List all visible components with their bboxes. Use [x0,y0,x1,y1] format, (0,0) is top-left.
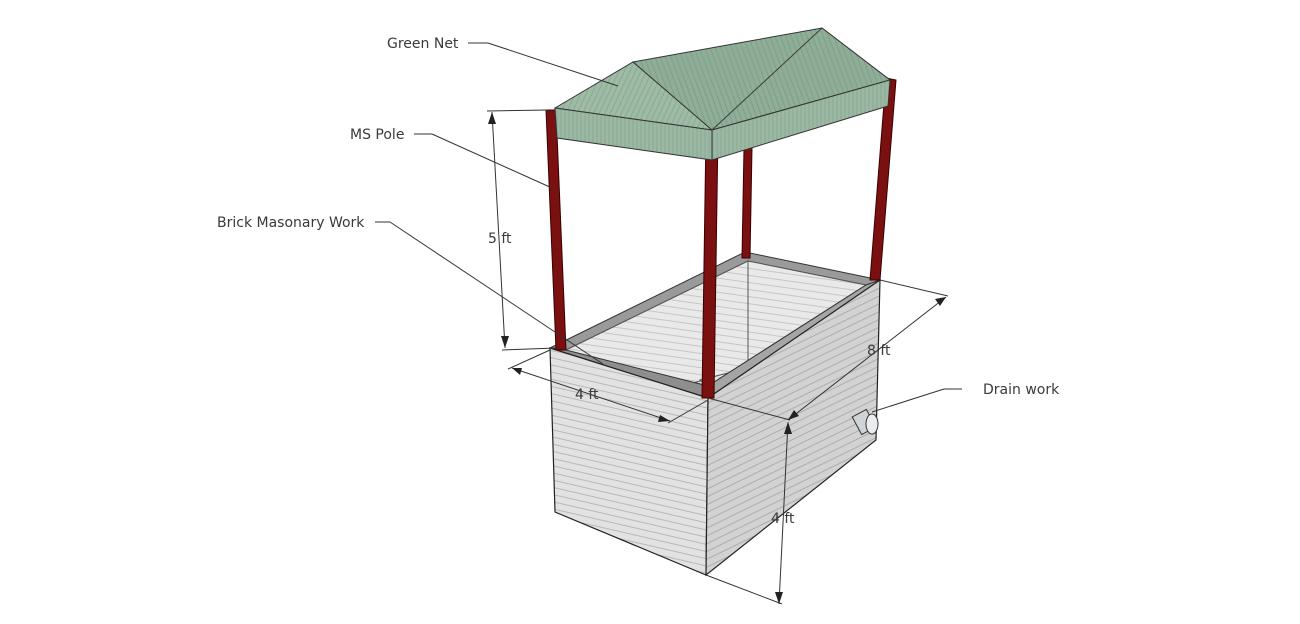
dimension-length: 8 ft [867,343,891,359]
dimension-width: 4 ft [575,387,599,403]
label-drain-work: Drain work [983,382,1060,398]
tank-right-face [705,278,881,577]
ms-pole-left [545,109,567,351]
dimension-depth: 4 ft [771,511,795,527]
label-brick-masonry: Brick Masonary Work [217,215,365,231]
dimension-lines [486,109,949,605]
dimension-height-poles: 5 ft [488,231,512,247]
drain-pipe [851,408,879,436]
net-right-skirt [711,79,891,161]
label-green-net: Green Net [387,36,459,52]
label-ms-pole: MS Pole [350,127,404,143]
green-net-roof [553,27,892,161]
ms-pole-back [741,147,753,259]
dimension-arrows [488,112,946,604]
callout-leaders [375,42,962,413]
